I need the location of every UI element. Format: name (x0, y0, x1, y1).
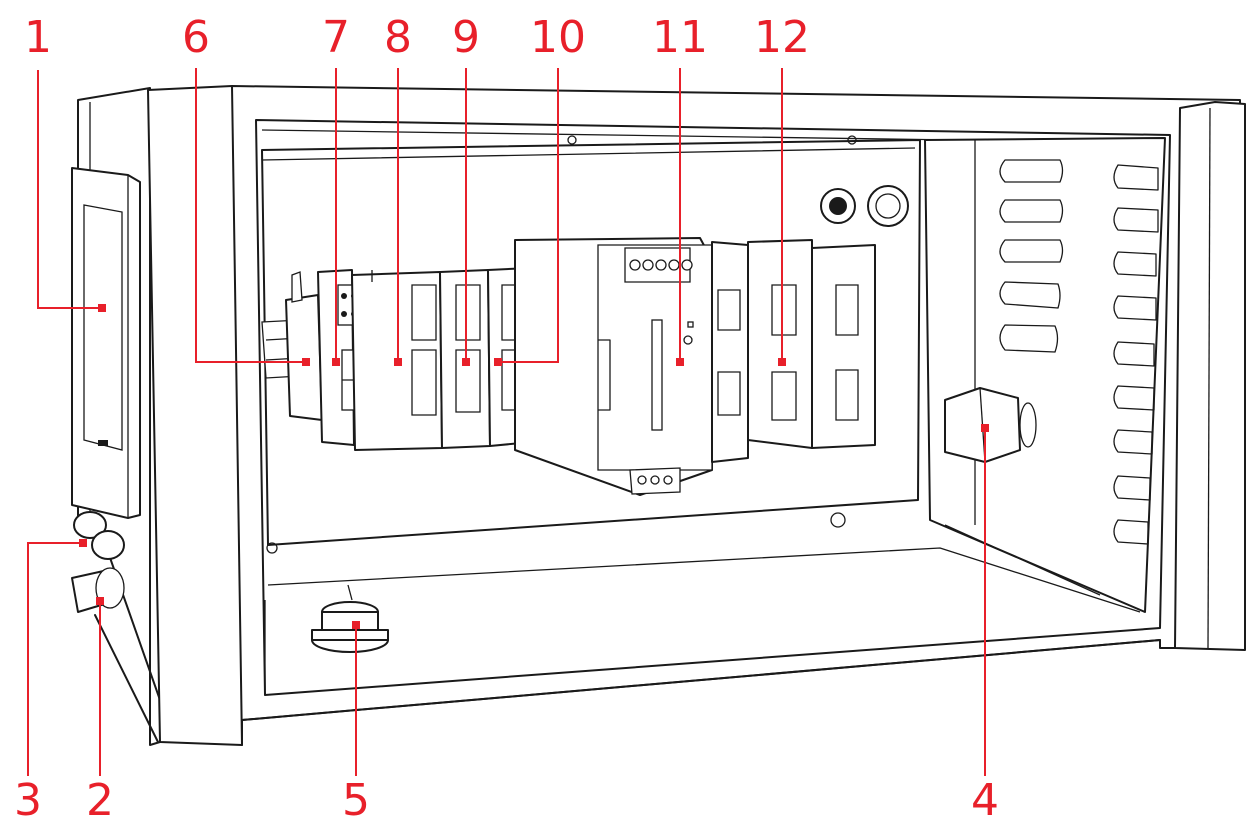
callout-4: 4 (971, 424, 999, 819)
top-cable-glands (820, 185, 909, 528)
callout-label-10: 10 (530, 12, 586, 63)
callout-2: 2 (86, 597, 114, 819)
side-switches (71, 511, 125, 613)
callout-label-6: 6 (182, 12, 210, 63)
enclosure-floor (264, 547, 1141, 690)
callout-10: 10 (494, 12, 586, 366)
callout-7: 7 (322, 12, 350, 366)
callout-label-7: 7 (322, 12, 350, 63)
callout-label-12: 12 (754, 12, 810, 63)
enclosure-drawing (71, 85, 1246, 746)
left-panel-bottom (94, 614, 159, 743)
callout-3: 3 (14, 539, 87, 819)
callout-label-11: 11 (652, 12, 708, 63)
callout-label-1: 1 (24, 12, 52, 63)
callout-9: 9 (452, 12, 480, 366)
hmi-display (71, 167, 141, 519)
callout-5: 5 (342, 621, 370, 819)
floor-cable-gland (311, 584, 389, 653)
callout-6: 6 (182, 12, 310, 366)
callout-label-5: 5 (342, 775, 370, 819)
relay-modules (711, 239, 876, 463)
callout-12: 12 (754, 12, 810, 366)
callout-label-4: 4 (971, 775, 999, 819)
callout-8: 8 (384, 12, 412, 366)
callout-label-2: 2 (86, 775, 114, 819)
callout-11: 11 (652, 12, 708, 366)
callouts: 1 2 3 4 5 6 (14, 12, 999, 819)
right-hinge-rail (1174, 101, 1246, 651)
callout-label-9: 9 (452, 12, 480, 63)
callout-label-3: 3 (14, 775, 42, 819)
callout-label-8: 8 (384, 12, 412, 63)
callout-1: 1 (24, 12, 106, 312)
power-supply (514, 237, 713, 496)
